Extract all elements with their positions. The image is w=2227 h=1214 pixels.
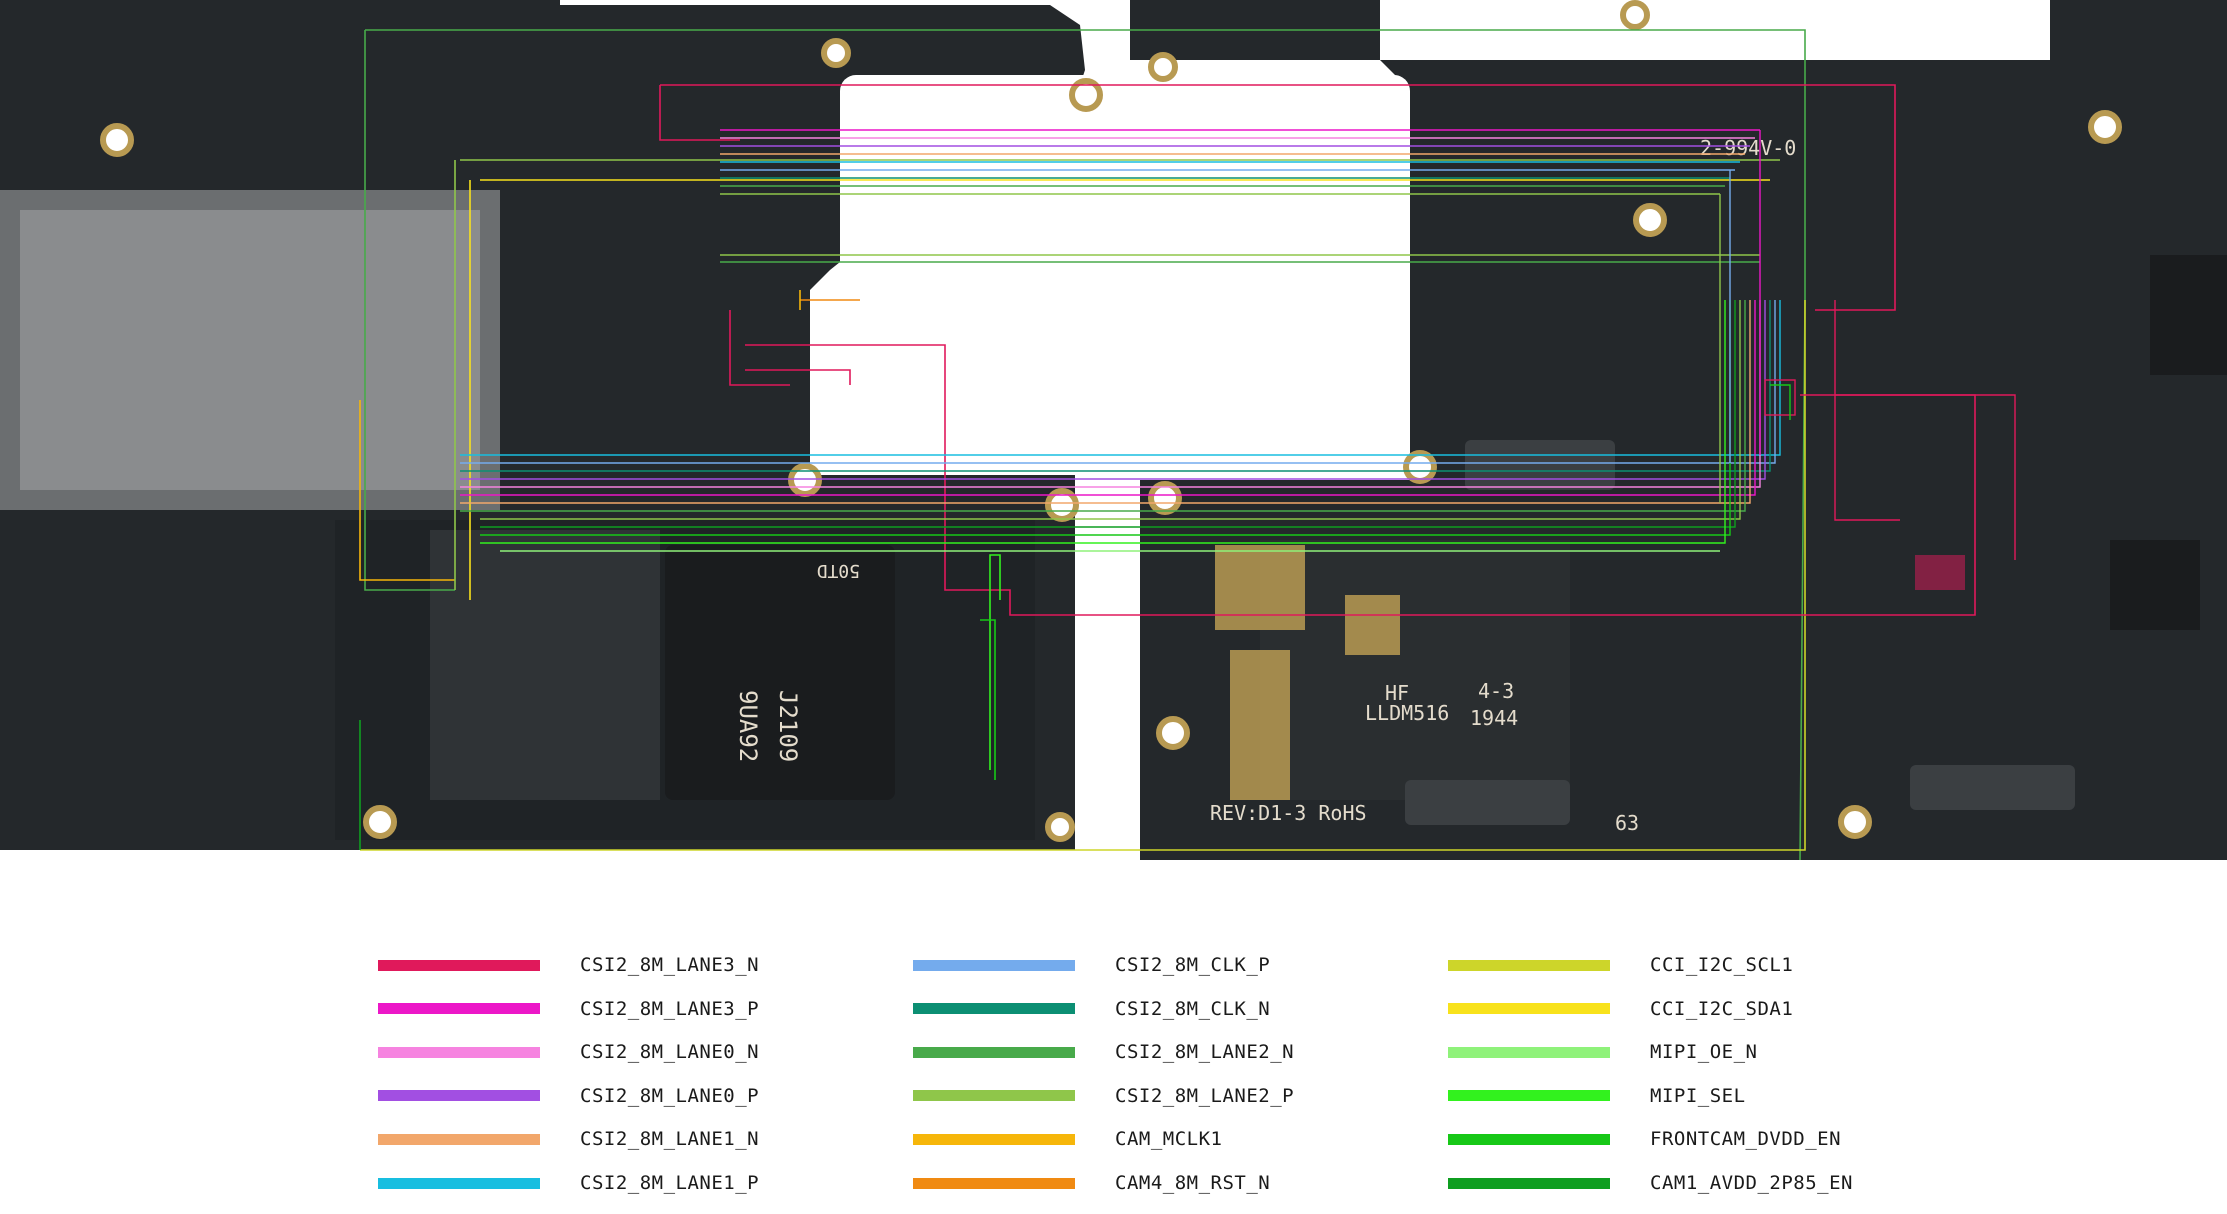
legend-swatch (1448, 1133, 1610, 1145)
legend-item: CSI2_8M_LANE1_P (378, 1168, 759, 1198)
legend-label: FRONTCAM_DVDD_EN (1650, 1128, 1842, 1151)
legend-swatch (1448, 959, 1610, 971)
legend-swatch (378, 1090, 540, 1102)
legend-label: CSI2_8M_CLK_P (1115, 954, 1271, 976)
legend-swatch (378, 1046, 540, 1058)
legend-item: CSI2_8M_LANE0_P (378, 1081, 759, 1111)
silkscreen-rev: REV:D1-3 RoHS (1210, 801, 1367, 825)
legend-item: CAM1_AVDD_2P85_EN (1448, 1168, 1853, 1198)
legend-swatch (378, 1003, 540, 1015)
legend-item: MIPI_SEL (1448, 1081, 1746, 1111)
signal-traces (359, 29, 1976, 860)
legend-swatch (1448, 1003, 1610, 1015)
legend-label: CSI2_8M_LANE3_N (580, 954, 760, 976)
legend-item: CSI2_8M_LANE3_N (378, 950, 759, 980)
legend-label: CCI_I2C_SCL1 (1650, 954, 1794, 976)
csi-bus-upper (720, 129, 1760, 263)
legend-label: MIPI_SEL (1650, 1084, 1746, 1107)
silkscreen-page-num: 63 (1615, 811, 1639, 835)
silkscreen-date: 1944 (1470, 706, 1518, 730)
legend-item: FRONTCAM_DVDD_EN (1448, 1124, 1841, 1154)
legend-label: CSI2_8M_LANE3_P (580, 997, 760, 1020)
legend-item: CSI2_8M_LANE0_N (378, 1037, 759, 1067)
legend-item: CAM_MCLK1 (913, 1124, 1222, 1154)
trace-lane2-n (365, 29, 1806, 860)
legend-item: CAM4_8M_RST_N (913, 1168, 1270, 1198)
legend-swatch (913, 1090, 1075, 1102)
legend-item: CSI2_8M_LANE3_P (378, 994, 759, 1024)
pcb-left-board (0, 0, 1090, 850)
csi-bus-lower (460, 130, 1781, 552)
legend-swatch (913, 1003, 1075, 1015)
right-connector-cluster (1764, 300, 2016, 590)
pcb-board-diagram: LLDM516 1944 REV:D1-3 RoHS HF 4-3 2-994V… (0, 0, 2227, 860)
legend-item: CSI2_8M_LANE2_P (913, 1081, 1294, 1111)
legend-item: MIPI_OE_N (1448, 1037, 1757, 1067)
legend-swatch (1448, 1046, 1610, 1058)
trace-lane3-n (660, 84, 1896, 311)
legend-swatch (913, 1133, 1075, 1145)
legend-swatch (913, 1046, 1075, 1058)
legend-label: CSI2_8M_LANE1_P (580, 1172, 760, 1194)
legend-label: MIPI_OE_N (1650, 1041, 1758, 1064)
gold-pad (1215, 545, 1305, 630)
legend-item: CCI_I2C_SDA1 (1448, 994, 1793, 1024)
legend-swatch (913, 959, 1075, 971)
legend-label: CAM_MCLK1 (1115, 1128, 1223, 1151)
legend-swatch (378, 1177, 540, 1189)
silkscreen-pcb-id: 2-994V-0 (1700, 136, 1796, 160)
chip-top-marking: 50TD (817, 560, 860, 581)
soc-bga-area (430, 530, 660, 800)
trace-i2c-scl1 (360, 300, 1806, 851)
legend-item: CSI2_8M_LANE2_N (913, 1037, 1294, 1067)
legend-item: CSI2_8M_CLK_N (913, 994, 1270, 1024)
legend-label: CSI2_8M_LANE0_N (580, 1041, 760, 1064)
legend-item: CSI2_8M_CLK_P (913, 950, 1270, 980)
legend-label: CSI2_8M_LANE2_P (1115, 1084, 1295, 1107)
legend-label: CSI2_8M_LANE2_N (1115, 1041, 1295, 1064)
board-connector (1405, 780, 1570, 825)
legend-swatch (1448, 1177, 1610, 1189)
legend-label: CCI_I2C_SDA1 (1650, 997, 1794, 1020)
signal-legend: CSI2_8M_LANE3_N CSI2_8M_LANE3_P CSI2_8M_LA… (0, 930, 2227, 1200)
legend-swatch (913, 1177, 1075, 1189)
silkscreen-code2: 4-3 (1478, 679, 1514, 703)
chip-marking-1: 9UA92 (734, 690, 762, 762)
legend-item: CCI_I2C_SCL1 (1448, 950, 1793, 980)
legend-swatch (378, 959, 540, 971)
legend-swatch (378, 1133, 540, 1145)
legend-label: CAM4_8M_RST_N (1115, 1172, 1271, 1194)
legend-item: CSI2_8M_LANE1_N (378, 1124, 759, 1154)
legend-label: CSI2_8M_CLK_N (1115, 997, 1271, 1020)
legend-swatch (1448, 1090, 1610, 1102)
legend-label: CSI2_8M_LANE1_N (580, 1128, 760, 1151)
legend-label: CAM1_AVDD_2P85_EN (1650, 1172, 1853, 1194)
memory-chip (665, 545, 895, 800)
silkscreen-model: LLDM516 (1365, 701, 1449, 725)
silkscreen-code1: HF (1385, 681, 1409, 705)
legend-label: CSI2_8M_LANE0_P (580, 1084, 760, 1107)
chip-marking-2: J2109 (774, 690, 802, 762)
board-cutout (840, 75, 1410, 475)
